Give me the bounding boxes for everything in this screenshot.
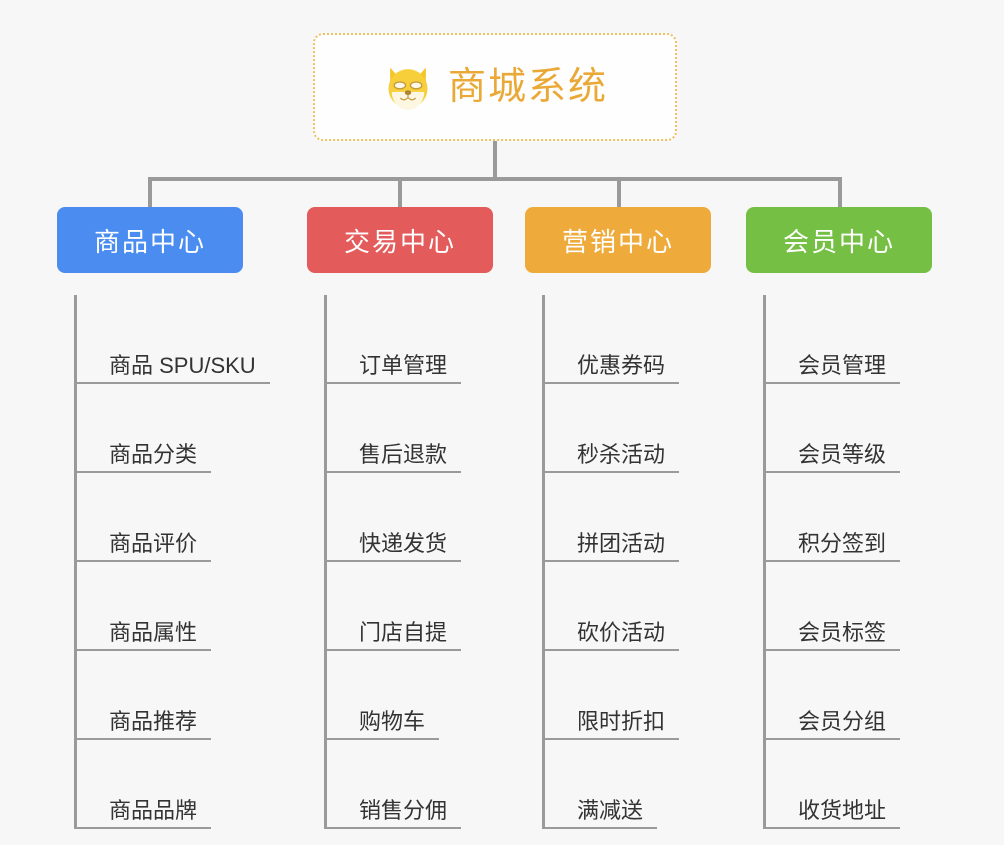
leaf-underline <box>327 738 439 740</box>
leaf-underline <box>545 738 679 740</box>
list-item[interactable]: 收货地址 <box>766 740 932 829</box>
list-item[interactable]: 商品 SPU/SKU <box>77 295 270 384</box>
list-item[interactable]: 商品评价 <box>77 473 243 562</box>
column-trade-center: 交易中心 订单管理 售后退款 快递发货 门店自提 购物车 <box>307 207 493 845</box>
list-item[interactable]: 售后退款 <box>327 384 493 473</box>
leaf-underline <box>766 827 900 829</box>
leaf-underline <box>545 560 679 562</box>
leaf-label: 会员等级 <box>798 441 887 467</box>
leaf-label: 满减送 <box>577 797 644 823</box>
category-label: 营销中心 <box>561 226 674 257</box>
root-node[interactable]: 商城系统 <box>313 33 677 141</box>
root-title: 商城系统 <box>447 66 608 108</box>
connector-drop-3 <box>617 177 621 207</box>
dog-face-icon <box>382 61 434 113</box>
leaf-label: 会员管理 <box>798 352 887 378</box>
list-item[interactable]: 商品推荐 <box>77 651 243 740</box>
list-item[interactable]: 商品属性 <box>77 562 243 651</box>
list-item[interactable]: 拼团活动 <box>545 473 711 562</box>
leaf-underline <box>77 738 211 740</box>
list-item[interactable]: 会员标签 <box>766 562 932 651</box>
leaf-underline <box>545 827 657 829</box>
category-box-product-center[interactable]: 商品中心 <box>57 207 243 273</box>
leaf-list-marketing-center: 优惠券码 秒杀活动 拼团活动 砍价活动 限时折扣 满减送 <box>542 295 711 829</box>
list-item[interactable]: 砍价活动 <box>545 562 711 651</box>
leaf-label: 拼团活动 <box>577 530 666 556</box>
leaf-label: 砍价活动 <box>577 619 666 645</box>
leaf-label: 门店自提 <box>359 619 448 645</box>
list-item[interactable]: 会员等级 <box>766 384 932 473</box>
category-label: 会员中心 <box>782 226 895 257</box>
leaf-underline <box>766 471 900 473</box>
list-item[interactable]: 满减送 <box>545 740 711 829</box>
connector-horizontal-bus <box>148 177 842 181</box>
list-item[interactable]: 积分签到 <box>766 473 932 562</box>
leaf-label: 购物车 <box>359 708 426 734</box>
column-product-center: 商品中心 商品 SPU/SKU 商品分类 商品评价 商品属性 商品推荐 <box>57 207 270 845</box>
leaf-underline <box>766 560 900 562</box>
connector-drop-2 <box>398 177 402 207</box>
leaf-underline <box>327 471 461 473</box>
list-item[interactable]: 秒杀活动 <box>545 384 711 473</box>
leaf-label: 优惠券码 <box>577 352 666 378</box>
leaf-label: 收货地址 <box>798 797 887 823</box>
connector-drop-4 <box>838 177 842 207</box>
list-item[interactable]: 会员分组 <box>766 651 932 740</box>
leaf-label: 商品分类 <box>109 441 198 467</box>
leaf-label: 会员分组 <box>798 708 887 734</box>
category-box-member-center[interactable]: 会员中心 <box>746 207 932 273</box>
leaf-underline <box>545 649 679 651</box>
column-member-center: 会员中心 会员管理 会员等级 积分签到 会员标签 会员分组 <box>746 207 932 845</box>
leaf-label: 商品品牌 <box>109 797 198 823</box>
leaf-underline <box>327 649 461 651</box>
leaf-underline <box>545 471 679 473</box>
list-item[interactable]: 快递发货 <box>327 473 493 562</box>
leaf-label: 商品推荐 <box>109 708 198 734</box>
leaf-underline <box>327 560 461 562</box>
list-item[interactable]: 销售分佣 <box>327 740 493 829</box>
list-item[interactable]: 购物车 <box>327 651 493 740</box>
leaf-underline <box>327 382 461 384</box>
leaf-underline <box>766 649 900 651</box>
list-item[interactable]: 订单管理 <box>327 295 493 384</box>
leaf-label: 会员标签 <box>798 619 887 645</box>
leaf-label: 秒杀活动 <box>577 441 666 467</box>
leaf-underline <box>77 827 211 829</box>
leaf-label: 售后退款 <box>359 441 448 467</box>
leaf-list-trade-center: 订单管理 售后退款 快递发货 门店自提 购物车 销售分佣 <box>324 295 493 829</box>
connector-root-vertical <box>493 141 497 179</box>
leaf-list-member-center: 会员管理 会员等级 积分签到 会员标签 会员分组 收货地址 <box>763 295 932 829</box>
leaf-label: 积分签到 <box>798 530 887 556</box>
category-box-marketing-center[interactable]: 营销中心 <box>525 207 711 273</box>
column-marketing-center: 营销中心 优惠券码 秒杀活动 拼团活动 砍价活动 限时折扣 <box>525 207 711 845</box>
leaf-label: 订单管理 <box>359 352 448 378</box>
leaf-underline <box>766 738 900 740</box>
leaf-label: 销售分佣 <box>359 797 448 823</box>
leaf-underline <box>77 560 211 562</box>
list-item[interactable]: 商品分类 <box>77 384 243 473</box>
list-item[interactable]: 门店自提 <box>327 562 493 651</box>
connector-drop-1 <box>148 177 152 207</box>
category-label: 商品中心 <box>93 226 206 257</box>
leaf-label: 商品 SPU/SKU <box>109 352 256 378</box>
leaf-underline <box>77 382 270 384</box>
leaf-label: 商品评价 <box>109 530 198 556</box>
leaf-label: 商品属性 <box>109 619 198 645</box>
leaf-underline <box>77 471 211 473</box>
list-item[interactable]: 优惠券码 <box>545 295 711 384</box>
list-item[interactable]: 限时折扣 <box>545 651 711 740</box>
leaf-label: 快递发货 <box>359 530 448 556</box>
category-box-trade-center[interactable]: 交易中心 <box>307 207 493 273</box>
leaf-underline <box>766 382 900 384</box>
leaf-underline <box>77 649 211 651</box>
leaf-underline <box>545 382 679 384</box>
leaf-label: 限时折扣 <box>577 708 666 734</box>
leaf-underline <box>327 827 461 829</box>
leaf-list-product-center: 商品 SPU/SKU 商品分类 商品评价 商品属性 商品推荐 商品品牌 <box>74 295 270 829</box>
list-item[interactable]: 会员管理 <box>766 295 932 384</box>
category-label: 交易中心 <box>343 226 456 257</box>
list-item[interactable]: 商品品牌 <box>77 740 243 829</box>
